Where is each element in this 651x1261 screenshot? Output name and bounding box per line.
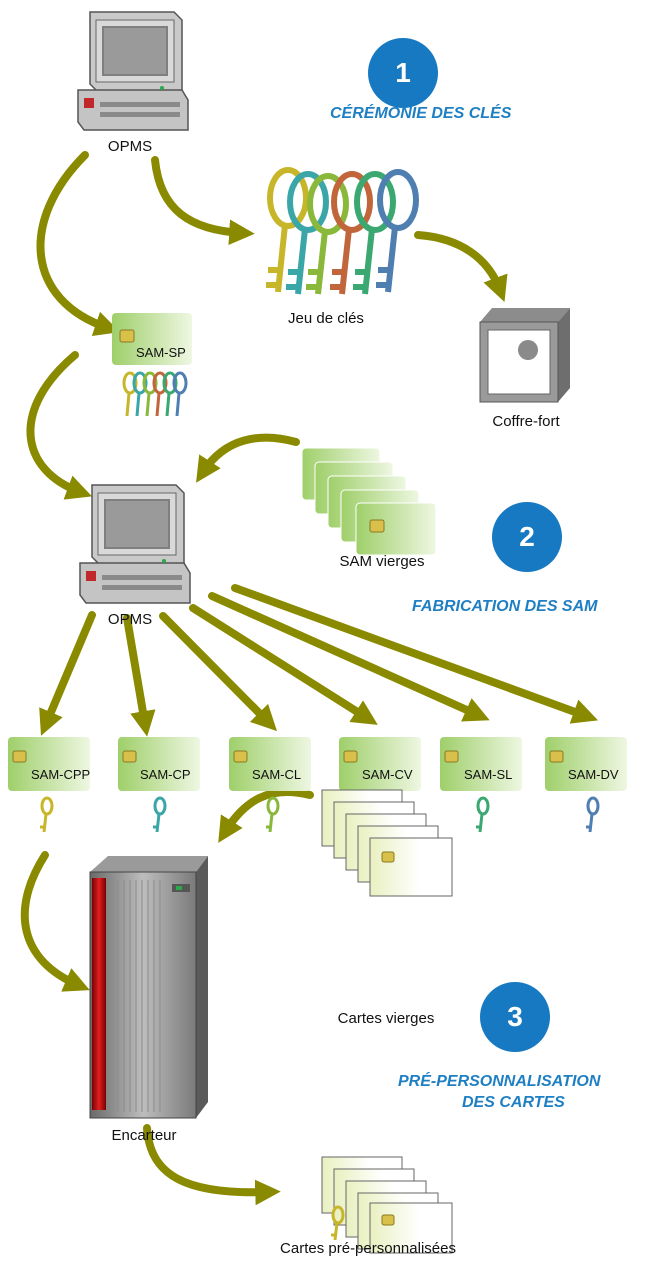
keyset-label: Jeu de clés: [288, 310, 364, 327]
step-3-title-line1: PRÉ-PERSONNALISATION: [398, 1073, 601, 1090]
sam-sl-label: SAM-SL: [464, 767, 513, 782]
key-icon: [40, 796, 54, 833]
key-icon: [476, 796, 490, 833]
step-2-title: FABRICATION DES SAM: [412, 598, 598, 615]
step-1-badge: 1: [368, 38, 438, 108]
sam-cl-card-icon: [229, 737, 311, 791]
sam-keys: [40, 796, 600, 833]
sam-sp-label: SAM-SP: [136, 345, 186, 360]
key-icon: [266, 796, 280, 833]
step-2-badge: 2: [492, 502, 562, 572]
arrow-opms2-to-samsl: [208, 592, 490, 722]
sam-sl-card-icon: [440, 737, 522, 791]
sam-cp-label: SAM-CP: [140, 767, 191, 782]
sam-cl-label: SAM-CL: [252, 767, 302, 782]
encoder-icon: [89, 856, 208, 1119]
opms-top-label: OPMS: [107, 138, 153, 155]
preperso-card-stack-icon: [321, 1156, 453, 1254]
arrow-samcpp-to-encoder: [20, 851, 90, 992]
small-key-set-icon: [122, 371, 188, 417]
preperso-cards-label: Cartes pré-personnalisées: [280, 1240, 456, 1257]
step-3-title-line2: DES CARTES: [462, 1094, 565, 1111]
sam-dv-label: SAM-DV: [568, 767, 619, 782]
step-1-title: CÉRÉMONIE DES CLÉS: [330, 105, 512, 122]
arrow-opms-to-keys: [151, 156, 255, 246]
arrow-opms2-to-samcpp: [39, 611, 96, 736]
arrow-opms2-to-samdv: [231, 584, 599, 724]
safe-label: Coffre-fort: [492, 413, 560, 430]
arrow-opms2-to-samcv: [189, 604, 378, 725]
computer-icon: [77, 11, 189, 131]
blank-sams-label: SAM vierges: [339, 553, 425, 570]
arrow-blankcards-to-encoder: [218, 787, 314, 843]
key-set-icon: [266, 167, 419, 295]
key-icon: [331, 1205, 345, 1241]
sam-dv-card-icon: [545, 737, 627, 791]
sam-cp-card-icon: [118, 737, 200, 791]
arrow-opms2-to-samcp: [123, 614, 156, 737]
sam-sp-card-icon: [112, 313, 192, 365]
blank-sam-stack-icon: [301, 447, 437, 556]
blank-card-stack-icon: [321, 789, 453, 897]
step-3-badge: 3: [480, 982, 550, 1052]
sam-cpp-card-icon: [8, 737, 90, 791]
arrow-encoder-to-preperso: [143, 1124, 281, 1206]
sam-cv-label: SAM-CV: [362, 767, 413, 782]
safe-icon: [479, 308, 570, 403]
computer-icon: [79, 484, 191, 604]
key-icon: [586, 796, 600, 833]
opms-mid-label: OPMS: [107, 611, 153, 628]
sam-cpp-label: SAM-CPP: [31, 767, 91, 782]
blank-cards-label: Cartes vierges: [337, 1010, 435, 1027]
flow-arrows: [20, 151, 599, 1206]
encoder-label: Encarteur: [111, 1127, 177, 1144]
arrow-opms-to-samsp: [36, 151, 121, 337]
key-icon: [153, 796, 167, 833]
arrow-opms2-to-samcl: [159, 612, 278, 732]
arrow-keys-to-safe: [414, 231, 508, 302]
sam-cv-card-icon: [339, 737, 421, 791]
sam-cards-row: [8, 737, 627, 791]
arrow-samsp-to-opms2: [26, 351, 93, 500]
arrow-blanksam-to-opms2: [196, 433, 300, 483]
